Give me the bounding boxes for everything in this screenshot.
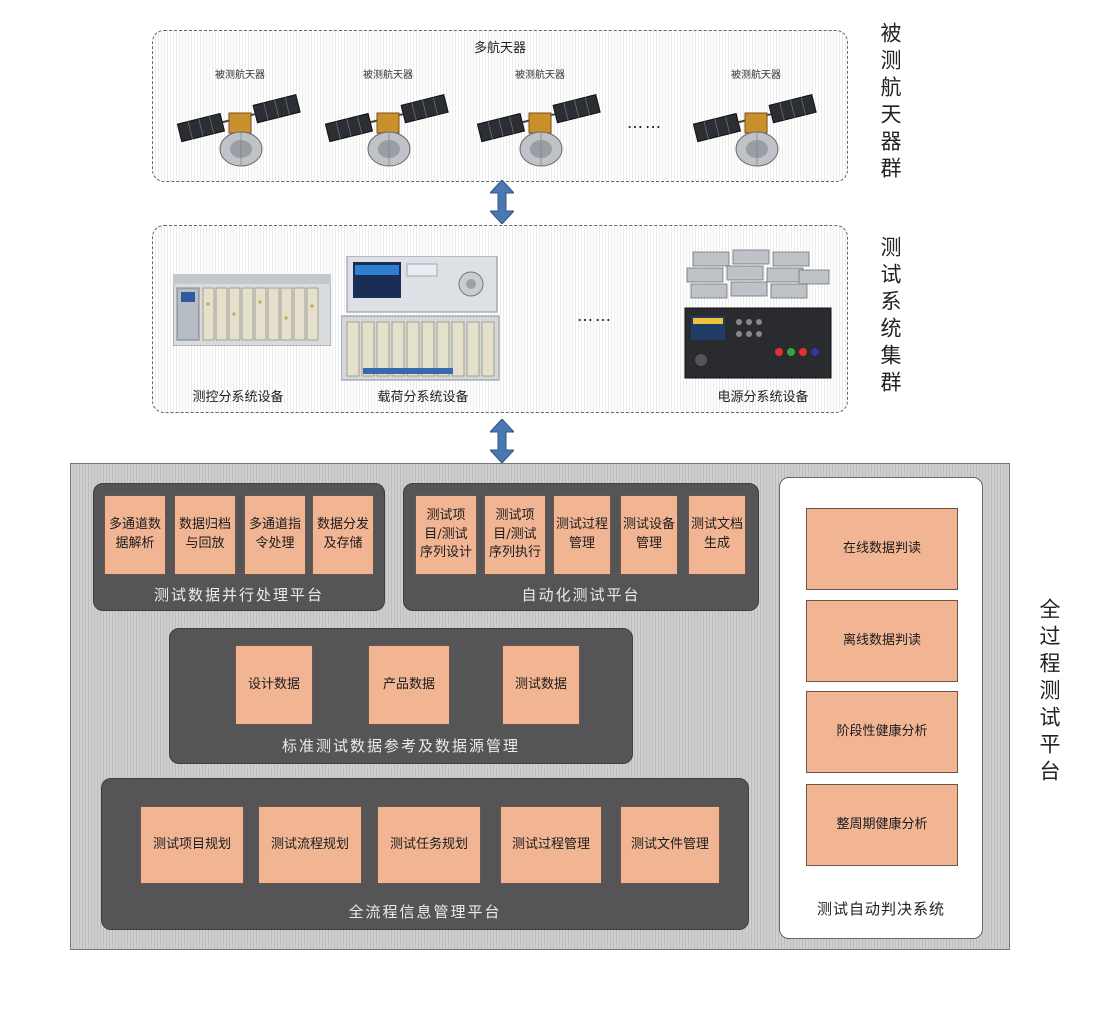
info-item-box: 测试流程规划	[258, 806, 362, 884]
parallel-item-box: 数据分发及存储	[312, 495, 374, 575]
info-management-panel: 测试项目规划 测试流程规划 测试任务规划 测试过程管理 测试文件管理 全流程信息…	[101, 778, 749, 930]
standard-data-caption: 标准测试数据参考及数据源管理	[281, 737, 520, 755]
judgement-item-box: 阶段性健康分析	[806, 691, 958, 773]
spacecraft-group-title: 多航天器	[473, 41, 526, 56]
info-item-box: 测试过程管理	[500, 806, 602, 884]
parallel-item-box: 数据归档与回放	[174, 495, 236, 575]
spacecraft-group-panel: 多航天器 被测航天器 被测航天器 被测航天器 …… 被测航天器	[152, 30, 848, 182]
judgement-item-box: 离线数据判读	[806, 600, 958, 682]
power-device-label: 电源分系统设备	[717, 390, 809, 405]
standard-data-item-box: 测试数据	[502, 645, 580, 725]
info-item-box: 测试项目规划	[140, 806, 244, 884]
parallel-processing-caption: 测试数据并行处理平台	[153, 586, 324, 604]
automation-item-box: 测试设备管理	[620, 495, 678, 575]
spacecraft-image	[691, 83, 821, 173]
spacecraft-label: 被测航天器	[731, 70, 781, 81]
automation-item-box: 测试项目/测试序列执行	[484, 495, 546, 575]
standard-data-item-box: 产品数据	[368, 645, 450, 725]
parallel-processing-panel: 多通道数据解析 数据归档与回放 多通道指令处理 数据分发及存储 测试数据并行处理…	[93, 483, 385, 611]
test-system-cluster-panel: 测控分系统设备 载荷分系统设备 …… 电源分系统设备	[152, 225, 848, 413]
auto-judgement-panel: 在线数据判读 离线数据判读 阶段性健康分析 整周期健康分析 测试自动判决系统	[779, 477, 983, 939]
bidirectional-arrow-icon	[490, 418, 514, 464]
automation-caption: 自动化测试平台	[521, 586, 641, 604]
ttc-rack-image	[173, 274, 331, 346]
spacecraft-label: 被测航天器	[215, 70, 265, 81]
payload-device-label: 载荷分系统设备	[377, 390, 469, 405]
automation-item-box: 测试过程管理	[553, 495, 611, 575]
parallel-item-box: 多通道指令处理	[244, 495, 306, 575]
platform-side-label: 全过程测试平台	[1037, 598, 1061, 787]
spacecraft-image	[323, 83, 453, 173]
spacecraft-label: 被测航天器	[363, 70, 413, 81]
info-item-box: 测试文件管理	[620, 806, 720, 884]
automation-item-box: 测试文档生成	[688, 495, 746, 575]
judgement-item-box: 整周期健康分析	[806, 784, 958, 866]
automation-item-box: 测试项目/测试序列设计	[415, 495, 477, 575]
standard-data-item-box: 设计数据	[235, 645, 313, 725]
spacecraft-label: 被测航天器	[515, 70, 565, 81]
automation-panel: 测试项目/测试序列设计 测试项目/测试序列执行 测试过程管理 测试设备管理 测试…	[403, 483, 759, 611]
full-process-platform: 多通道数据解析 数据归档与回放 多通道指令处理 数据分发及存储 测试数据并行处理…	[70, 463, 1010, 950]
info-management-caption: 全流程信息管理平台	[348, 903, 502, 921]
bidirectional-arrow-icon	[490, 180, 514, 224]
info-item-box: 测试任务规划	[377, 806, 481, 884]
parallel-item-box: 多通道数据解析	[104, 495, 166, 575]
spacecraft-ellipsis: ……	[627, 113, 663, 132]
judgement-item-box: 在线数据判读	[806, 508, 958, 590]
spacecraft-image	[475, 83, 605, 173]
payload-equipment-image	[341, 256, 500, 381]
test-cluster-side-label: 测试系统集群	[878, 236, 902, 398]
standard-data-panel: 设计数据 产品数据 测试数据 标准测试数据参考及数据源管理	[169, 628, 633, 764]
spacecraft-image	[175, 83, 305, 173]
power-equipment-image	[684, 249, 832, 379]
auto-judgement-caption: 测试自动判决系统	[816, 900, 945, 918]
test-cluster-ellipsis: ……	[577, 306, 613, 325]
ttc-device-label: 测控分系统设备	[192, 390, 284, 405]
spacecraft-group-side-label: 被测航天器群	[878, 22, 902, 184]
